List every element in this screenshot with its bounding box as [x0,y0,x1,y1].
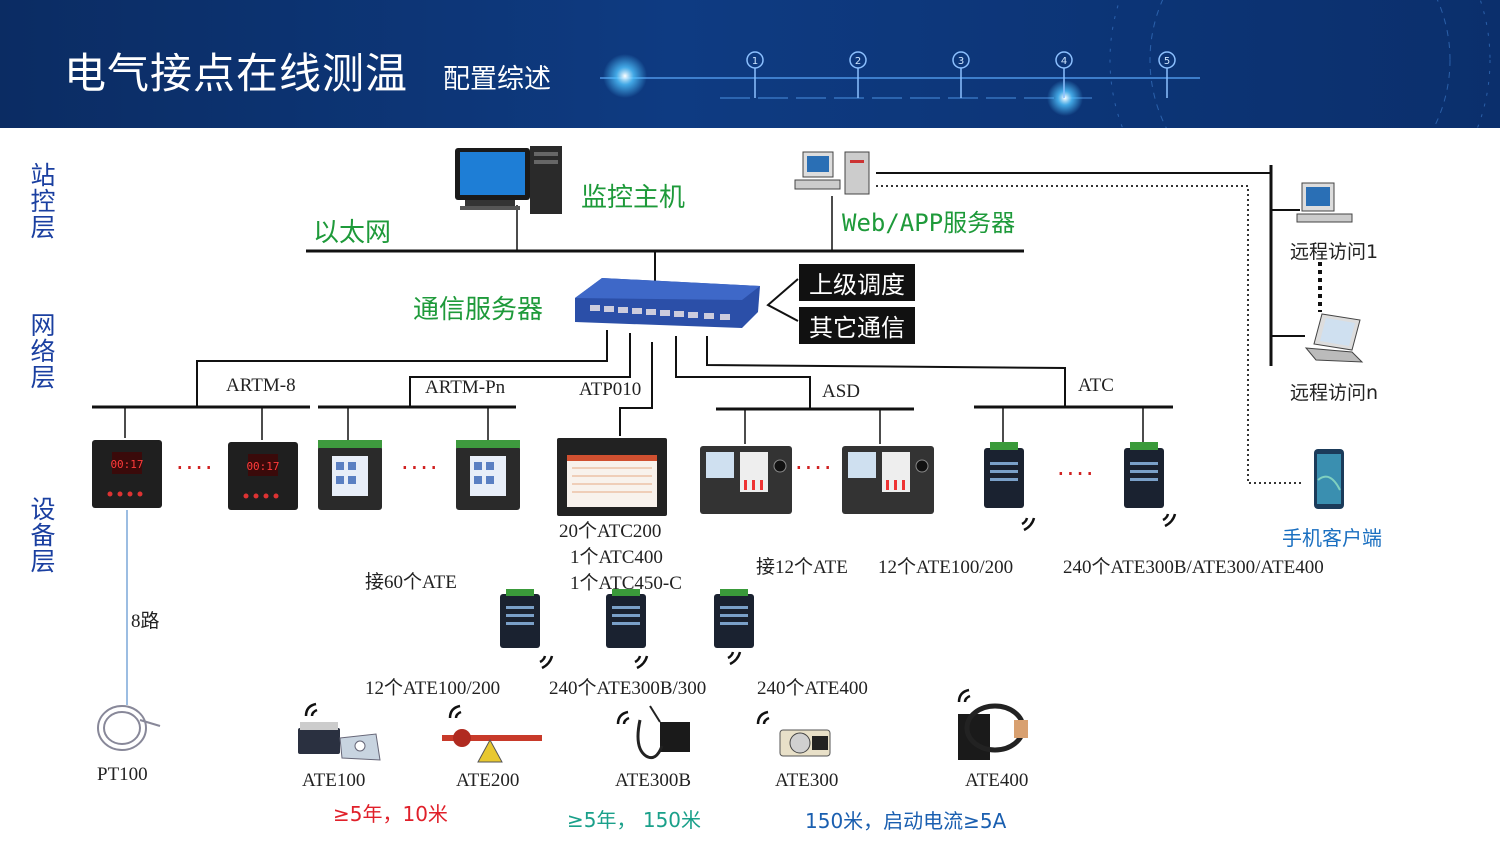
ate300b-sensor-icon [636,705,690,760]
remote-access-1-label: 远程访问1 [1290,241,1379,263]
remote-laptop-icon [1304,313,1364,363]
pt100-probe-icon [97,705,161,751]
asd-label: ASD [822,381,861,402]
ate300b-label: ATE300B [615,770,691,791]
remote-pc-1-icon [1296,182,1353,223]
sensor-module-1-icon [500,589,540,648]
artm8-ellipsis: ···· [176,454,215,482]
ate300-sensor-icon [779,729,831,757]
step-4: 4 [1061,56,1067,67]
layer-network-label: 网络层 [30,311,56,392]
ate400-sensor-icon [958,703,1028,760]
layer-device-label: 设备层 [30,495,56,576]
monitor-computer-icon [455,146,562,214]
sensor-module-3-icon [714,589,754,648]
page-title: 电气接点在线测温 [64,49,409,98]
ethernet-label: 以太网 [313,218,392,248]
asd-unit-2-icon [842,446,934,514]
spec-ate300b: ≥5年， 150米 [567,808,702,832]
ate100-label: ATE100 [302,770,366,791]
wireless-icons [304,513,1177,725]
page-subtitle: 配置综述 [443,64,551,95]
eight-way-note: 8路 [131,611,160,632]
web-server-icon [794,151,870,195]
artm8-unit-2-icon: 00:17 [228,442,298,510]
group3-note: 240个ATE400 [757,678,868,699]
mobile-phone-icon [1314,449,1344,509]
header-banner: 1 2 3 4 5 电气接点在线测温 配置综述 [0,0,1500,128]
artmpn-unit-2-icon [456,440,520,510]
comm-server-label: 通信服务器 [413,295,544,325]
ate400-label: ATE400 [965,770,1029,791]
comm-server-switch-icon [575,278,760,328]
svg-text:00:17: 00:17 [110,458,143,471]
atc-sensors-note: 240个ATE300B/ATE300/ATE400 [1063,557,1324,578]
ate100-sensor-icon [298,722,381,761]
asd-unit-1-icon [700,446,792,514]
spec-ate100-200: ≥5年，10米 [333,802,448,826]
step-3: 3 [958,56,964,67]
artm8-unit-1-icon: 00:17 [92,440,162,508]
other-comm-label: 其它通信 [799,307,915,344]
atp-note-1: 20个ATC200 [559,521,662,542]
atc-unit-1-icon [984,442,1024,508]
asd-note: 接12个ATE [756,557,848,578]
atc-ellipsis: ···· [1057,460,1096,488]
layer-station-label: 站控层 [30,161,56,242]
pt100-label: PT100 [97,764,148,785]
atc-label: ATC [1078,375,1114,396]
atp-note-2: 1个ATC400 [570,547,663,568]
spec-ate300-400: 150米，启动电流≥5A [805,809,1007,833]
step-5: 5 [1164,56,1170,67]
artmpn-unit-1-icon [318,440,382,510]
artmpn-label: ARTM-Pn [425,377,506,398]
remote-access-n-label: 远程访问n [1290,382,1379,404]
monitor-host-label: 监控主机 [581,183,686,213]
asd-ellipsis: ···· [795,454,834,482]
mobile-client-label: 手机客户端 [1282,526,1382,550]
step-2: 2 [855,56,861,67]
asd-sensors-note: 12个ATE100/200 [878,557,1014,578]
ate200-sensor-icon [442,729,542,763]
artm8-label: ARTM-8 [226,375,296,396]
atp010-label: ATP010 [579,379,642,400]
ate200-label: ATE200 [456,770,520,791]
artmpn-note: 接60个ATE [365,572,457,593]
upper-dispatch-label: 上级调度 [799,264,915,301]
ate300-label: ATE300 [775,770,839,791]
group2-note: 240个ATE300B/300 [549,678,707,699]
web-server-label: Web/APP服务器 [842,209,1016,237]
atc-unit-2-icon [1124,442,1164,508]
artmpn-ellipsis: ···· [401,454,440,482]
group1-note: 12个ATE100/200 [365,678,501,699]
svg-text:00:17: 00:17 [246,460,279,473]
step-1: 1 [752,56,758,67]
sensor-module-2-icon [606,589,646,648]
atp010-touchscreen-icon [557,438,667,516]
header-decoration: 1 2 3 4 5 [600,0,1491,128]
atp-note-3: 1个ATC450-C [570,573,682,594]
